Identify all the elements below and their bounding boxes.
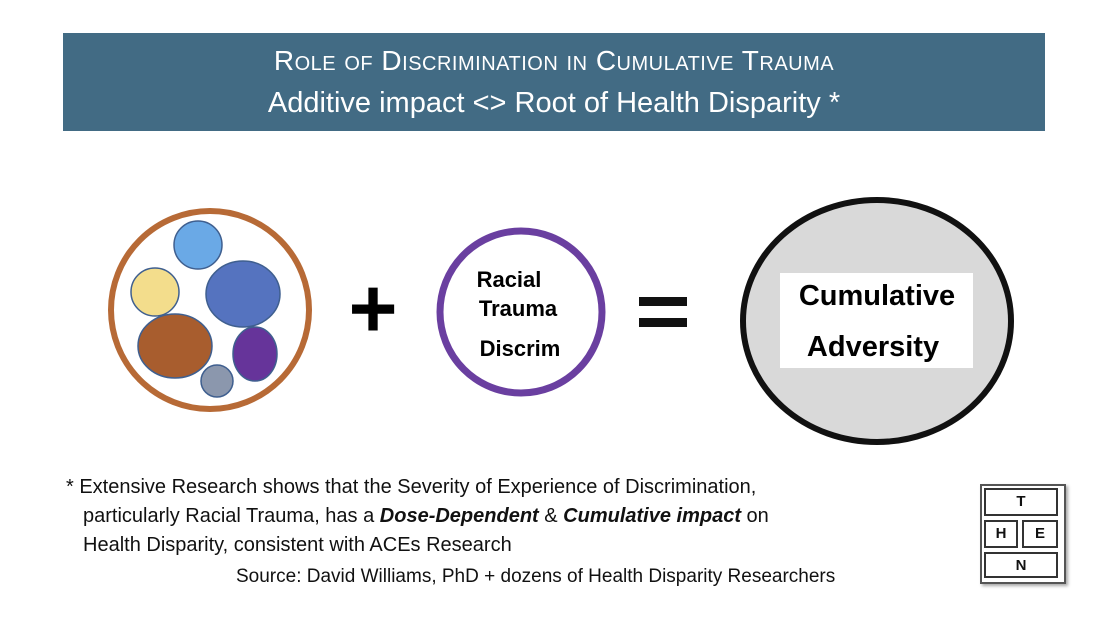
title-banner: Role of Discrimination in Cumulative Tra… xyxy=(63,33,1045,131)
bubble-yellow xyxy=(130,267,180,317)
logo-letter-n: N xyxy=(984,552,1058,578)
equals-bar-top xyxy=(639,297,687,306)
racial-trauma-circle xyxy=(436,227,606,397)
bubble-purple xyxy=(232,326,278,382)
footnote-line2: particularly Racial Trauma, has a Dose-D… xyxy=(66,502,769,531)
bubble-gray xyxy=(200,364,234,398)
then-logo: T H E N xyxy=(980,484,1066,584)
cumulative-adversity-line2: Adversity xyxy=(807,331,939,363)
cumulative-adversity-line1: Cumulative xyxy=(799,280,955,312)
cumulative-adversity-label-box xyxy=(780,273,973,368)
trauma-equation-diagram: + Racial Trauma Discrim Cumulative Adver… xyxy=(108,197,1014,445)
footnote-line2-post: on xyxy=(740,505,769,527)
source-citation: Source: David Williams, PhD + dozens of … xyxy=(236,566,836,587)
bubble-blue xyxy=(205,260,281,328)
racial-trauma-label-line2: Trauma xyxy=(479,296,558,321)
footnote-line2-pre: particularly Racial Trauma, has a xyxy=(83,505,380,527)
page-subtitle: Additive impact <> Root of Health Dispar… xyxy=(267,87,841,119)
footnote-line1: * Extensive Research shows that the Seve… xyxy=(66,476,757,498)
dose-dependent-emphasis: Dose-Dependent xyxy=(379,505,539,527)
equals-bar-bottom xyxy=(639,318,687,327)
racial-trauma-label-line1: Racial xyxy=(477,267,542,292)
logo-letter-h: H xyxy=(984,520,1018,548)
plus-symbol: + xyxy=(348,261,397,355)
racial-trauma-label-line3: Discrim xyxy=(480,336,561,361)
footnote-line2-mid: & xyxy=(538,505,564,527)
logo-letter-e: E xyxy=(1022,520,1058,548)
cumulative-impact-emphasis: Cumulative impact xyxy=(563,505,741,527)
logo-letter-t: T xyxy=(984,488,1058,516)
footnote-line3: Health Disparity, consistent with ACEs R… xyxy=(83,534,512,556)
footnote: * Extensive Research shows that the Seve… xyxy=(66,473,769,560)
bubble-brown xyxy=(137,313,213,379)
page-title: Role of Discrimination in Cumulative Tra… xyxy=(273,45,835,76)
bubble-light-blue xyxy=(173,220,223,270)
